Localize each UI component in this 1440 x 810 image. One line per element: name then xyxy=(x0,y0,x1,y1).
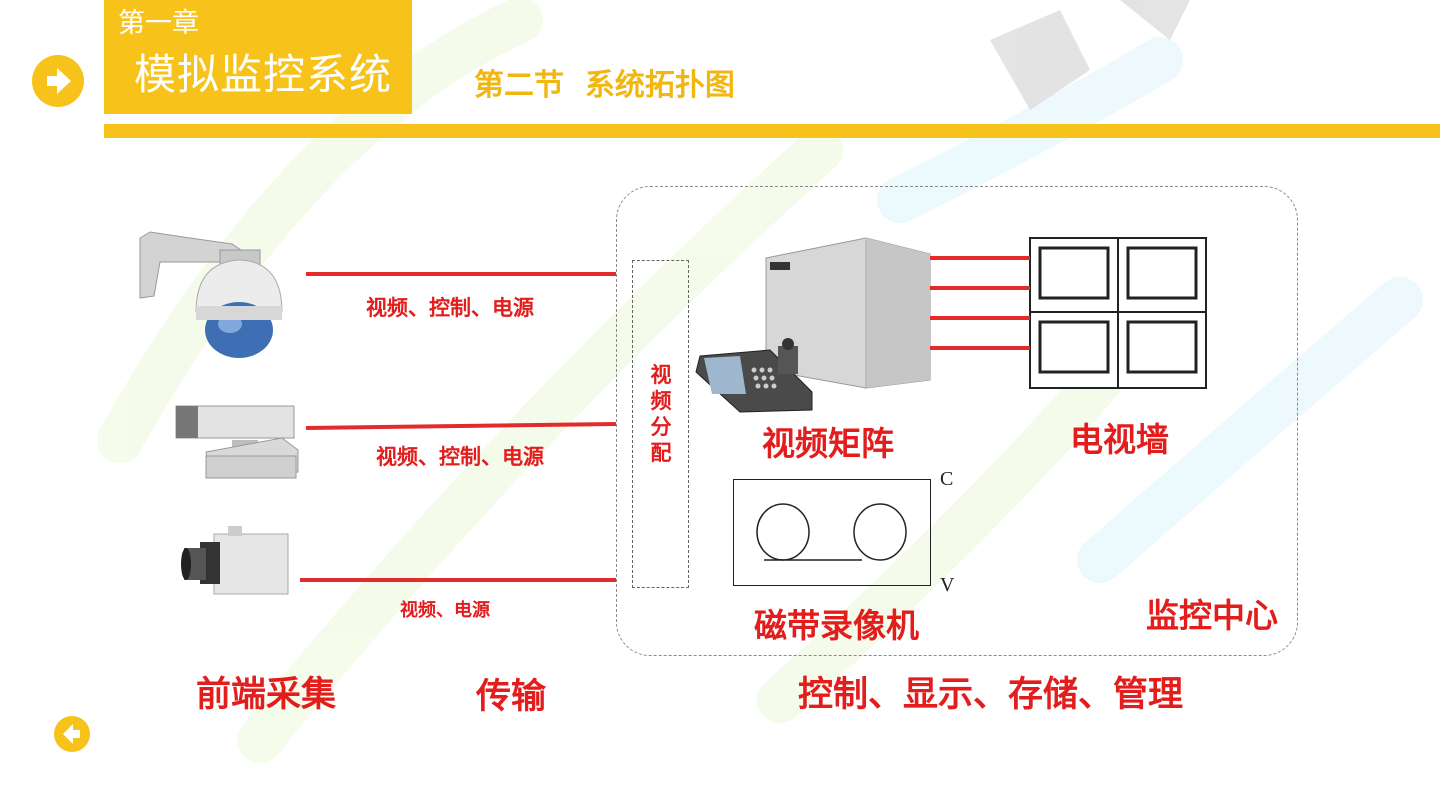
stage-front-label: 前端采集 xyxy=(196,675,337,715)
signal-lines xyxy=(300,256,1030,582)
tv-wall-label: 电视墙 xyxy=(1070,420,1169,459)
video-matrix-cabinet xyxy=(765,237,931,389)
tv-wall-monitors xyxy=(1029,237,1207,389)
arrow-right-icon xyxy=(47,68,71,94)
monitor-center-label: 监控中心 xyxy=(1146,596,1278,635)
link-label-ptz: 视频、控制、电源 xyxy=(366,296,534,320)
arrow-left-icon xyxy=(63,724,80,744)
stage-transmission-label: 传输 xyxy=(476,677,547,717)
monitor-center-frame xyxy=(616,186,1298,656)
video-distribution-box xyxy=(632,260,689,588)
stage-center-label: 控制、显示、存储、管理 xyxy=(798,675,1184,715)
section-title: 第二节 系统拓扑图 xyxy=(474,68,735,103)
ptz-dome-camera xyxy=(139,231,283,358)
tape-reels xyxy=(756,503,907,561)
video-matrix-label: 视频矩阵 xyxy=(762,424,894,463)
chapter-label: 第一章 xyxy=(118,8,199,39)
next-slide-button[interactable] xyxy=(32,55,84,107)
box-camera xyxy=(181,526,289,595)
chapter-banner xyxy=(104,0,412,114)
chapter-title: 模拟监控系统 xyxy=(134,50,393,99)
tape-letter-v: V xyxy=(940,574,955,596)
tape-recorder-label: 磁带录像机 xyxy=(754,606,919,645)
distribution-label: 视频分配 xyxy=(650,363,672,465)
tape-letter-c: C xyxy=(940,468,954,490)
link-label-box: 视频、电源 xyxy=(400,600,490,621)
prev-slide-button[interactable] xyxy=(54,716,90,752)
ptz-keyboard xyxy=(695,338,813,413)
header-divider xyxy=(104,124,1440,138)
tape-recorder-box xyxy=(733,479,931,586)
link-label-outdoor: 视频、控制、电源 xyxy=(376,445,544,469)
outdoor-housing-camera xyxy=(175,405,299,479)
